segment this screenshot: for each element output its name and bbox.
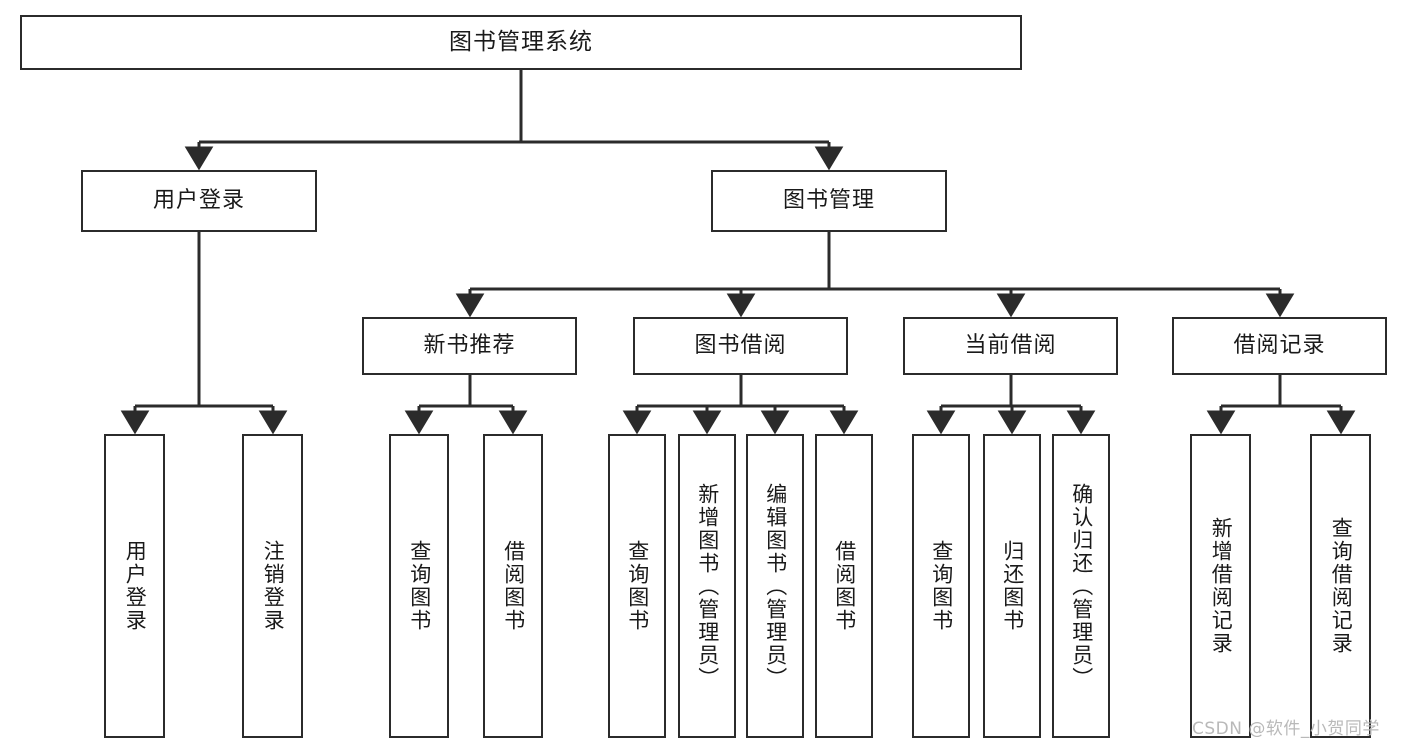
node-borrow-record[interactable]: 借阅记录: [1172, 317, 1387, 375]
node-leaf-borrow-book-1[interactable]: 借阅图书: [483, 434, 543, 738]
node-leaf-add-borrow-record[interactable]: 新增借阅记录: [1190, 434, 1251, 738]
node-label: 查询图书: [929, 540, 954, 632]
node-label: 归还图书: [1000, 540, 1025, 632]
node-label: 图书借阅: [694, 332, 787, 358]
node-leaf-query-borrow-record[interactable]: 查询借阅记录: [1310, 434, 1371, 738]
node-label: 用户登录: [152, 187, 245, 213]
node-label: 用户登录: [123, 540, 148, 632]
node-root[interactable]: 图书管理系统: [20, 15, 1022, 70]
node-book-borrow[interactable]: 图书借阅: [633, 317, 848, 375]
node-leaf-user-login[interactable]: 用户登录: [104, 434, 165, 738]
node-user-login[interactable]: 用户登录: [81, 170, 317, 232]
node-leaf-add-book-admin[interactable]: 新增图书（管理员）: [678, 434, 736, 738]
node-label: 查询图书: [625, 540, 650, 632]
node-label: 确认归还（管理员）: [1069, 482, 1094, 690]
node-current-borrow[interactable]: 当前借阅: [903, 317, 1118, 375]
node-label: 当前借阅: [964, 332, 1057, 358]
node-label: 注销登录: [261, 540, 286, 632]
node-label: 借阅记录: [1233, 332, 1326, 358]
node-leaf-confirm-return-admin[interactable]: 确认归还（管理员）: [1052, 434, 1110, 738]
node-book-manage[interactable]: 图书管理: [711, 170, 947, 232]
node-new-book-recommend[interactable]: 新书推荐: [362, 317, 577, 375]
node-leaf-query-book-1[interactable]: 查询图书: [389, 434, 449, 738]
node-label: 借阅图书: [501, 540, 526, 632]
node-label: 查询图书: [407, 540, 432, 632]
node-leaf-query-book-2[interactable]: 查询图书: [608, 434, 666, 738]
node-label: 查询借阅记录: [1329, 517, 1354, 655]
node-leaf-return-book[interactable]: 归还图书: [983, 434, 1041, 738]
watermark-csdn: CSDN @软件_小贺同学: [1192, 719, 1380, 739]
node-label: 新增借阅记录: [1209, 517, 1234, 655]
node-label: 编辑图书（管理员）: [763, 482, 788, 690]
node-leaf-borrow-book-2[interactable]: 借阅图书: [815, 434, 873, 738]
node-label: 新书推荐: [423, 332, 516, 358]
node-label: 新增图书（管理员）: [695, 482, 720, 690]
node-leaf-logout[interactable]: 注销登录: [242, 434, 303, 738]
node-leaf-query-book-3[interactable]: 查询图书: [912, 434, 970, 738]
node-label: 图书管理: [782, 187, 875, 213]
node-label: 图书管理系统: [449, 28, 593, 55]
node-leaf-edit-book-admin[interactable]: 编辑图书（管理员）: [746, 434, 804, 738]
node-label: 借阅图书: [832, 540, 857, 632]
